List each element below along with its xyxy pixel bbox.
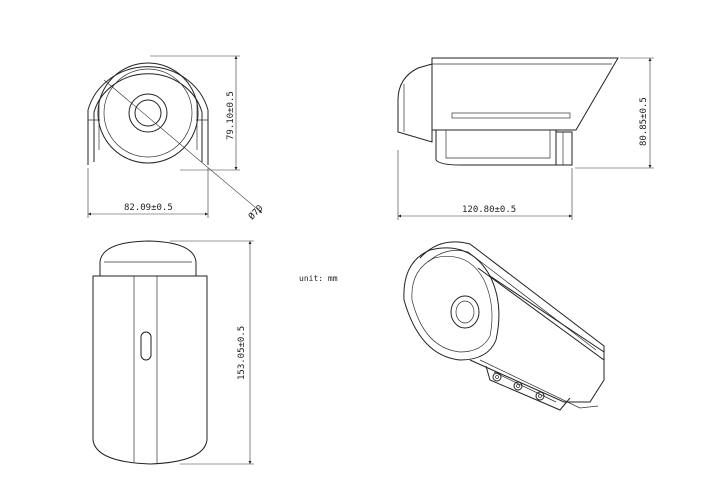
side-length-label: 120.80±0.5 bbox=[462, 205, 516, 215]
front-view bbox=[87, 55, 263, 218]
isometric-view bbox=[403, 241, 605, 411]
lens-diameter-label: Ø70 bbox=[246, 203, 265, 222]
unit-note: unit: mm bbox=[299, 274, 338, 283]
side-height-label: 80.85±0.5 bbox=[639, 97, 649, 146]
side-view bbox=[397, 57, 654, 220]
front-width-label: 82.09±0.5 bbox=[124, 203, 173, 213]
front-height-label: 79.10±0.5 bbox=[226, 91, 236, 140]
bottom-view bbox=[92, 240, 254, 465]
bottom-length-label: 153.05±0.5 bbox=[237, 326, 247, 380]
